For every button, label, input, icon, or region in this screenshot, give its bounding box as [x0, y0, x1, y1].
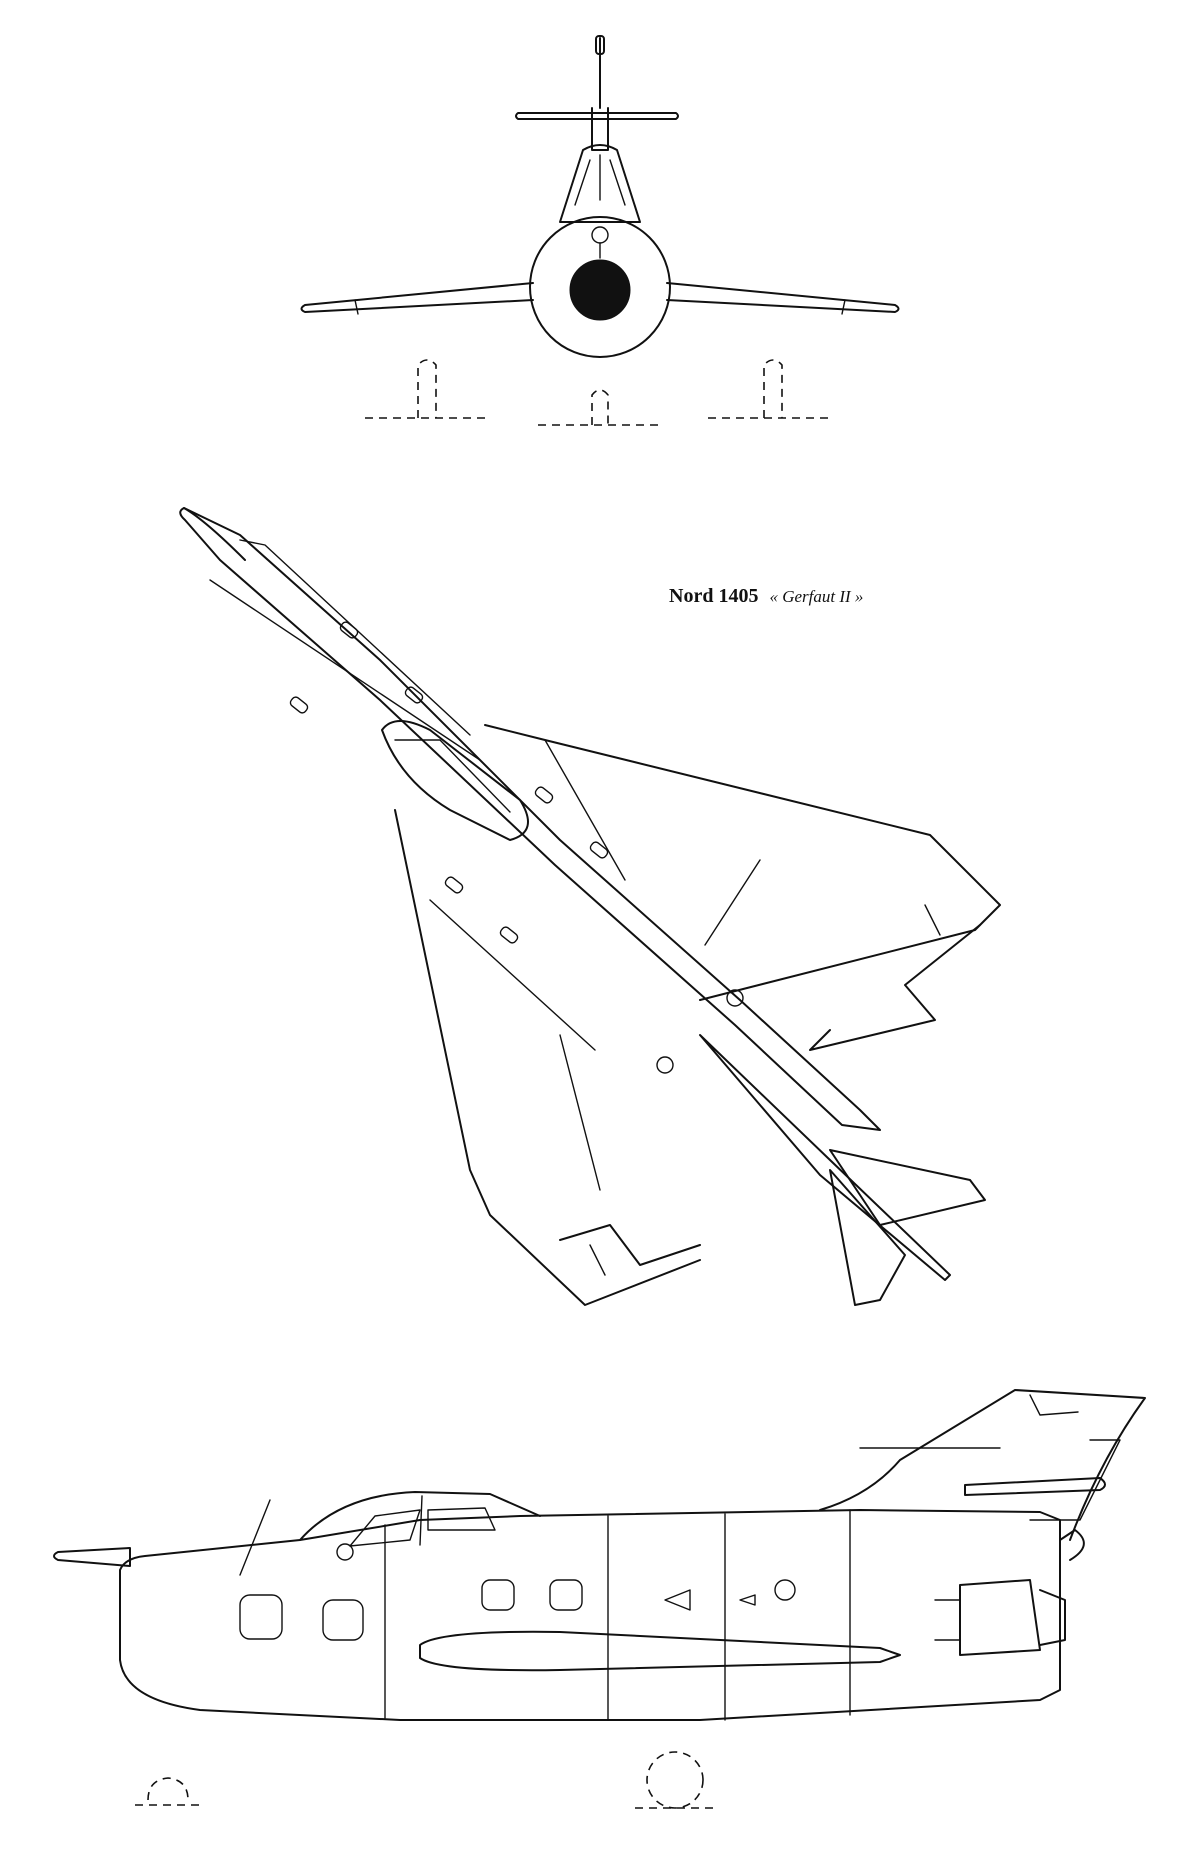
side-pitot-mast — [239, 1499, 271, 1576]
side-nose-wheel — [147, 1777, 189, 1801]
front-fin-bullet — [595, 35, 605, 55]
front-fuselage — [529, 216, 671, 358]
side-intake-1 — [239, 1594, 283, 1640]
front-wing-fence-left — [354, 299, 359, 315]
side-canopy-window-2 — [427, 1507, 496, 1531]
front-intake — [569, 259, 631, 321]
front-wing-right — [666, 282, 900, 313]
plan-wing-fence-right — [924, 904, 941, 936]
plan-panel-6 — [444, 876, 464, 894]
side-nozzle-bars — [934, 1599, 961, 1641]
plan-panel-5 — [589, 841, 609, 859]
side-port-3 — [774, 1579, 796, 1601]
plan-panel-7 — [499, 926, 519, 944]
front-gear-right — [763, 359, 783, 418]
plan-panel-1 — [339, 621, 359, 639]
plan-panel-2 — [404, 686, 424, 704]
plan-wing-fence-left — [589, 1244, 606, 1276]
plan-port-1 — [726, 989, 744, 1007]
side-drop-tank — [419, 1630, 901, 1672]
side-nose-probe — [53, 1547, 131, 1567]
plan-wing-right-lines — [544, 739, 761, 946]
side-canopy-window-1 — [349, 1509, 421, 1547]
side-rudder — [1029, 1394, 1121, 1521]
side-port-4 — [336, 1543, 354, 1561]
front-gear-left — [417, 359, 437, 418]
front-pitot-ring — [591, 226, 609, 244]
plan-elevon-right — [809, 924, 981, 1051]
side-canopy-frame — [419, 1495, 423, 1546]
plan-canopy — [381, 720, 529, 841]
front-tailplane — [515, 112, 679, 120]
plan-nose-probe — [183, 507, 246, 561]
side-port-1 — [481, 1579, 515, 1611]
plan-panel-4 — [534, 786, 554, 804]
plan-wing-left-lines — [429, 899, 601, 1191]
aircraft-designation: Nord 1405 — [669, 585, 759, 607]
plan-canopy-frame — [394, 739, 511, 813]
aircraft-caption: Nord 1405 « Gerfaut II » — [669, 585, 863, 608]
front-gear-nose — [591, 389, 609, 425]
side-canopy — [299, 1491, 541, 1541]
side-tailplane — [964, 1477, 1106, 1496]
plan-ventral-tank — [699, 1034, 951, 1281]
plan-fuselage — [179, 507, 881, 1131]
side-engine-fairing — [959, 1579, 1041, 1656]
side-port-2 — [549, 1579, 583, 1611]
side-tail-bullet — [1059, 1529, 1085, 1561]
side-vent-1 — [664, 1589, 691, 1611]
front-canopy — [559, 144, 641, 223]
plan-wing-left — [394, 809, 701, 1306]
front-canopy-frames — [574, 154, 626, 206]
plan-elevon-left — [559, 1224, 701, 1266]
front-fin — [591, 107, 609, 151]
plan-port-2 — [656, 1056, 674, 1074]
aircraft-name: « Gerfaut II » — [769, 587, 864, 606]
front-wing-fence-right — [841, 299, 846, 315]
side-main-wheel — [646, 1751, 704, 1809]
plan-forebody-line — [239, 539, 471, 736]
side-fin — [819, 1389, 1146, 1541]
front-view — [300, 35, 900, 426]
front-wing-left — [300, 282, 534, 313]
side-nozzle — [1039, 1589, 1066, 1646]
side-view — [53, 1389, 1146, 1809]
side-vent-2 — [739, 1594, 756, 1606]
plan-forebody-line-lower — [209, 579, 481, 761]
side-intake-2 — [322, 1599, 364, 1641]
plan-panel-3 — [289, 696, 309, 714]
plan-wing-right — [484, 724, 1001, 1001]
side-fuselage — [119, 1509, 1061, 1721]
plan-tailplane-right — [829, 1149, 986, 1226]
plan-view — [179, 507, 1001, 1306]
